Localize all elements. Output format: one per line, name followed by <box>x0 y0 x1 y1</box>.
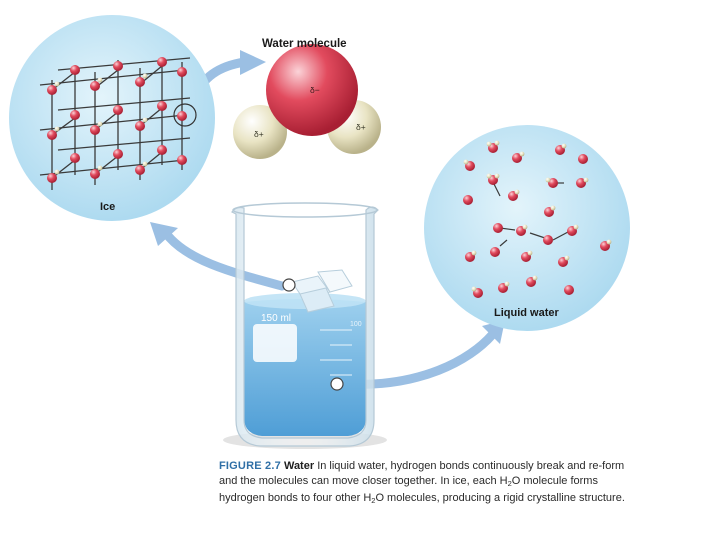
beaker-glass <box>231 206 379 447</box>
delta-plus-left-label: δ+ <box>254 129 264 139</box>
ice-panel <box>9 15 215 221</box>
beaker-volume-label: 150 ml <box>261 313 291 324</box>
ice-highlight-ring <box>173 103 197 127</box>
liquid-molecules <box>463 140 612 298</box>
caption-subscript-2: 2 <box>371 496 376 506</box>
ice-cubes <box>291 269 353 313</box>
beaker-label-patch <box>253 324 297 362</box>
water-molecule-label: Water molecule <box>262 38 347 50</box>
beaker-gradations <box>320 329 352 376</box>
beaker: 150 ml 100 <box>223 202 387 449</box>
caption-title: Water <box>283 460 315 472</box>
delta-plus-right-label: δ+ <box>356 122 366 132</box>
water-molecule: δ− δ+ δ+ <box>233 44 381 159</box>
caption-subscript-1: 2 <box>507 479 512 489</box>
beaker-rim <box>232 202 378 218</box>
liquid-sample-marker <box>330 377 344 391</box>
caption-text-part1: In liquid water, hydrogen bonds continuo… <box>219 460 625 488</box>
ice-sample-marker <box>282 278 296 292</box>
delta-minus-label: δ− <box>310 85 320 95</box>
liquid-water-label: Liquid water <box>494 307 559 319</box>
ice-molecules <box>47 57 187 183</box>
ice-label: Ice <box>100 201 116 213</box>
caption-text-part2: O molecule forms hydrogen bonds to four … <box>219 475 598 505</box>
caption-text-part3: O molecules, producing a rigid crystalli… <box>375 492 625 505</box>
hydrogen-left <box>233 105 287 159</box>
liquid-panel <box>424 125 630 331</box>
caption-figure-number: FIGURE 2.7 <box>219 460 281 472</box>
arrow-beaker-to-ice <box>150 222 287 291</box>
oxygen-atom <box>266 44 358 136</box>
beaker-mark-label: 100 <box>350 321 362 328</box>
figure-caption: FIGURE 2.7 Water In liquid water, hydrog… <box>219 459 639 509</box>
